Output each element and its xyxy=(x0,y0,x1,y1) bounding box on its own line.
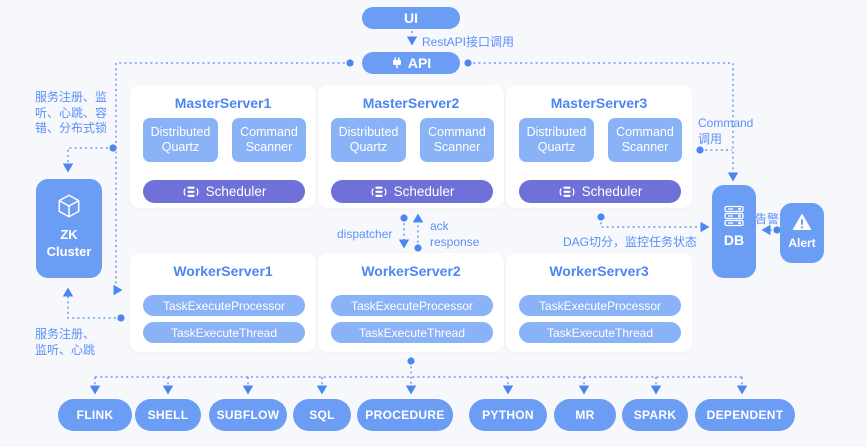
db-node-label: DB xyxy=(723,232,745,248)
alert-node-label: Alert xyxy=(788,236,816,250)
zk-label-line1: ZK xyxy=(60,227,78,242)
scheduler-label: Scheduler xyxy=(581,184,643,199)
ui-node[interactable]: UI xyxy=(362,7,460,29)
task-type-spark[interactable]: SPARK xyxy=(622,399,688,431)
task-type-flink[interactable]: FLINK xyxy=(58,399,132,431)
scheduler-label: Scheduler xyxy=(205,184,267,199)
worker-server-3-title: WorkerServer3 xyxy=(549,263,649,279)
api-node[interactable]: API xyxy=(362,52,460,74)
master-server-1-title: MasterServer1 xyxy=(174,95,272,111)
command-call-label: Command 调用 xyxy=(698,116,753,147)
alert-triangle-icon xyxy=(791,212,813,232)
task-execute-processor-pill[interactable]: TaskExecuteProcessor xyxy=(331,295,493,316)
dispatcher-label: dispatcher xyxy=(337,227,393,241)
api-node-label: API xyxy=(407,55,432,71)
master-server-3-title: MasterServer3 xyxy=(550,95,648,111)
master-server-2-title: MasterServer2 xyxy=(362,95,460,111)
task-execute-processor-pill[interactable]: TaskExecuteProcessor xyxy=(519,295,681,316)
command-scanner-box[interactable]: Command Scanner xyxy=(608,118,682,162)
ui-node-label: UI xyxy=(404,10,418,26)
scheduler-node[interactable]: Scheduler xyxy=(143,180,305,203)
zk-register-label: 服务注册、监听、心跳、容错、分布式锁 xyxy=(35,90,108,135)
zk-cluster-node[interactable]: ZK Cluster xyxy=(36,179,102,278)
worker-server-3-card: WorkerServer3 TaskExecuteProcessor TaskE… xyxy=(506,253,692,352)
task-type-sql[interactable]: SQL xyxy=(293,399,351,431)
db-node[interactable]: DB xyxy=(712,185,756,278)
database-server-icon xyxy=(723,205,745,227)
command-scanner-box[interactable]: Command Scanner xyxy=(232,118,306,162)
task-type-procedure[interactable]: PROCEDURE xyxy=(357,399,453,431)
task-type-subflow[interactable]: SUBFLOW xyxy=(209,399,287,431)
scheduler-label: Scheduler xyxy=(393,184,455,199)
scheduler-stack-icon xyxy=(558,185,576,199)
worker-server-1-title: WorkerServer1 xyxy=(173,263,273,279)
task-execute-thread-pill[interactable]: TaskExecuteThread xyxy=(143,322,305,343)
scheduler-stack-icon xyxy=(370,185,388,199)
master-server-1-card: MasterServer1 Distributed Quartz Command… xyxy=(130,85,316,208)
task-execute-thread-pill[interactable]: TaskExecuteThread xyxy=(519,322,681,343)
worker-register-label: 服务注册、监听、心跳 xyxy=(35,327,96,357)
worker-server-2-title: WorkerServer2 xyxy=(361,263,461,279)
zk-label-line2: Cluster xyxy=(46,244,92,259)
task-execute-thread-pill[interactable]: TaskExecuteThread xyxy=(331,322,493,343)
plug-icon xyxy=(391,57,403,69)
ack-response-label: ack response xyxy=(430,219,480,249)
master-server-3-card: MasterServer3 Distributed Quartz Command… xyxy=(506,85,692,208)
distributed-quartz-box[interactable]: Distributed Quartz xyxy=(331,118,406,162)
scheduler-node[interactable]: Scheduler xyxy=(331,180,493,203)
alert-node[interactable]: Alert xyxy=(780,203,824,263)
distributed-quartz-box[interactable]: Distributed Quartz xyxy=(519,118,594,162)
alarm-label: 告警 xyxy=(755,212,780,226)
rest-api-call-label: RestAPI接口调用 xyxy=(422,35,515,49)
task-type-python[interactable]: PYTHON xyxy=(469,399,547,431)
worker-server-2-card: WorkerServer2 TaskExecuteProcessor TaskE… xyxy=(318,253,504,352)
command-call-line2: 调用 xyxy=(698,131,723,146)
task-type-dependent[interactable]: DEPENDENT xyxy=(695,399,795,431)
worker-server-1-card: WorkerServer1 TaskExecuteProcessor TaskE… xyxy=(130,253,316,352)
master-server-2-card: MasterServer2 Distributed Quartz Command… xyxy=(318,85,504,208)
cube-icon xyxy=(55,192,83,220)
task-type-mr[interactable]: MR xyxy=(554,399,616,431)
task-execute-processor-pill[interactable]: TaskExecuteProcessor xyxy=(143,295,305,316)
command-call-line1: Command xyxy=(698,116,754,130)
command-scanner-box[interactable]: Command Scanner xyxy=(420,118,494,162)
task-type-shell[interactable]: SHELL xyxy=(135,399,201,431)
scheduler-node[interactable]: Scheduler xyxy=(519,180,681,203)
scheduler-stack-icon xyxy=(182,185,200,199)
distributed-quartz-box[interactable]: Distributed Quartz xyxy=(143,118,218,162)
dag-monitor-label: DAG切分，监控任务状态 xyxy=(563,235,698,249)
